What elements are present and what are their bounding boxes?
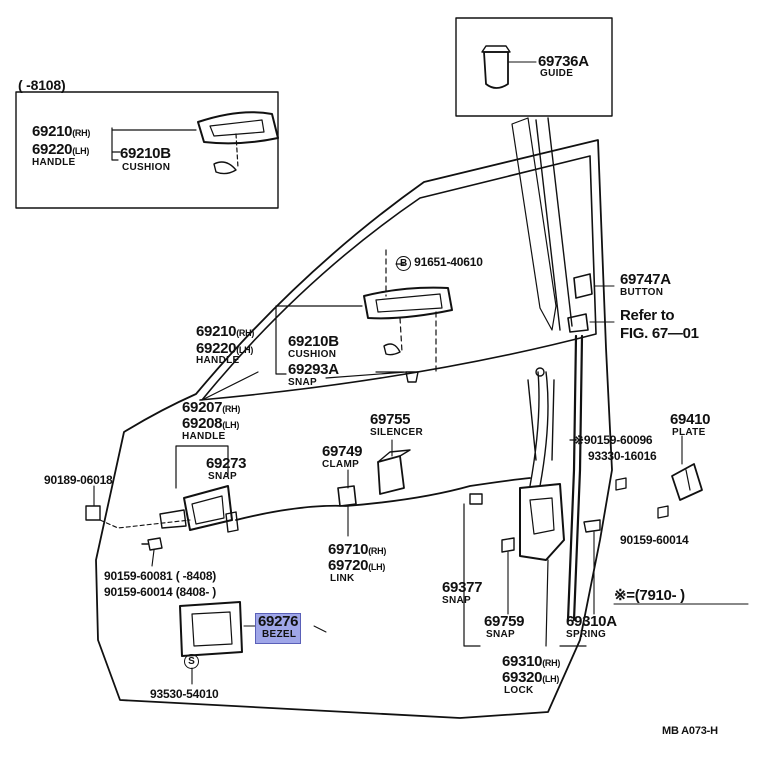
screw1-number[interactable]: 90189-06018 <box>44 473 113 487</box>
snap3-drawing <box>469 493 483 505</box>
guide-drawing <box>483 51 509 89</box>
button-drawing <box>573 273 593 299</box>
clamp-number[interactable]: 69749 <box>322 443 363 460</box>
rod-clip <box>535 367 545 377</box>
handle-name: HANDLE <box>196 355 240 366</box>
clamp-drawing <box>337 485 357 507</box>
inset-cushion-name: CUSHION <box>122 162 171 173</box>
handle-lh-number[interactable]: 69220(LH) <box>196 340 254 357</box>
inset-cushion-number[interactable]: 69210B <box>120 145 171 162</box>
snap4-drawing <box>501 537 515 553</box>
handle-rh-number[interactable]: 69210(RH) <box>196 323 255 340</box>
bolt-mark: B <box>396 256 411 271</box>
bezel-number[interactable]: 69276 <box>254 613 302 644</box>
run-channel-rod <box>566 334 584 622</box>
lock-body-drawing <box>519 483 565 561</box>
link-lh-number[interactable]: 69720(LH) <box>328 557 386 574</box>
guide-name: GUIDE <box>540 68 574 79</box>
refer-fig-link[interactable]: FIG. 67—01 <box>620 325 699 342</box>
inset-cushion-drawing <box>213 161 237 175</box>
screw5-number[interactable]: 90159-60014 (8408- ) <box>104 585 217 599</box>
spring-name: SPRING <box>566 629 607 640</box>
button-number[interactable]: 69747A <box>620 271 671 288</box>
star-screw-number[interactable]: ※90159-60096 <box>574 433 653 447</box>
door-frame-outline <box>95 139 613 719</box>
button-name: BUTTON <box>620 287 664 298</box>
guide-arrow <box>511 117 557 331</box>
inset-handle-rh-number[interactable]: 69210(RH) <box>32 123 91 140</box>
clip-drawing <box>567 313 589 333</box>
door-window-line <box>199 155 597 401</box>
spring-drawing <box>583 519 601 533</box>
bezel-name: BEZEL <box>262 629 297 640</box>
link-name: LINK <box>330 573 355 584</box>
window-channel <box>535 117 573 331</box>
refer-to-label: Refer to <box>620 307 675 324</box>
snap2-name: SNAP <box>208 471 237 482</box>
silencer-number[interactable]: 69755 <box>370 411 411 428</box>
inner-handle-lh-number[interactable]: 69208(LH) <box>182 415 240 432</box>
silencer-name: SILENCER <box>370 427 423 438</box>
snap3-number[interactable]: 69377 <box>442 579 483 596</box>
snap2-number[interactable]: 69273 <box>206 455 247 472</box>
screw4-number[interactable]: 90159-60081 ( -8408) <box>104 569 217 583</box>
cushion-number[interactable]: 69210B <box>288 333 339 350</box>
lock-lh-number[interactable]: 69320(LH) <box>502 669 560 686</box>
plate-drawing <box>671 463 703 501</box>
inset-handle-range: ( -8108) <box>18 77 66 93</box>
screw-drawing-2 <box>615 477 627 491</box>
lock-rh-number[interactable]: 69310(RH) <box>502 653 561 670</box>
snap4-name: SNAP <box>486 629 515 640</box>
lock-name: LOCK <box>504 685 534 696</box>
star-note: ※=(7910- ) <box>614 587 685 604</box>
inner-handle-name: HANDLE <box>182 431 226 442</box>
inner-handle-rh-number[interactable]: 69207(RH) <box>182 399 241 416</box>
guide-number[interactable]: 69736A <box>538 53 589 70</box>
figure-code: MB A073-H <box>662 725 718 737</box>
cushion-drawing <box>383 343 401 356</box>
bolt-ref-label[interactable]: B 91651-40610 <box>396 256 483 271</box>
screw-drawing-3 <box>657 505 669 519</box>
inset-box-handle <box>15 91 279 209</box>
snap1-name: SNAP <box>288 377 317 388</box>
spring-number[interactable]: 69310A <box>566 613 617 630</box>
snap4-number[interactable]: 69759 <box>484 613 525 630</box>
screw-drawing-1 <box>141 537 163 551</box>
silencer-drawing <box>377 455 405 495</box>
inner-handle-drawing <box>183 485 233 531</box>
inset-handle-name: HANDLE <box>32 157 76 168</box>
outside-handle-drawing <box>363 286 453 320</box>
screw6-number[interactable]: 93530-54010 <box>150 687 219 701</box>
snap1-drawing <box>405 371 419 383</box>
link-rod <box>235 477 531 521</box>
inset-handle-lh-number[interactable]: 69220(LH) <box>32 141 90 158</box>
clamp-name: CLAMP <box>322 459 360 470</box>
plate-number[interactable]: 69410 <box>670 411 711 428</box>
link-rh-number[interactable]: 69710(RH) <box>328 541 387 558</box>
inset-handle-drawing <box>197 111 279 145</box>
s-mark: S <box>184 652 199 669</box>
snap1-number[interactable]: 69293A <box>288 361 339 378</box>
screw2-number[interactable]: 93330-16016 <box>588 449 657 463</box>
snap3-name: SNAP <box>442 595 471 606</box>
plate-name: PLATE <box>672 427 706 438</box>
inset-box-guide <box>455 17 613 117</box>
snap2-drawing <box>225 511 239 533</box>
screw3-number[interactable]: 90159-60014 <box>620 533 689 547</box>
cushion-name: CUSHION <box>288 349 337 360</box>
bezel-drawing <box>179 601 243 657</box>
